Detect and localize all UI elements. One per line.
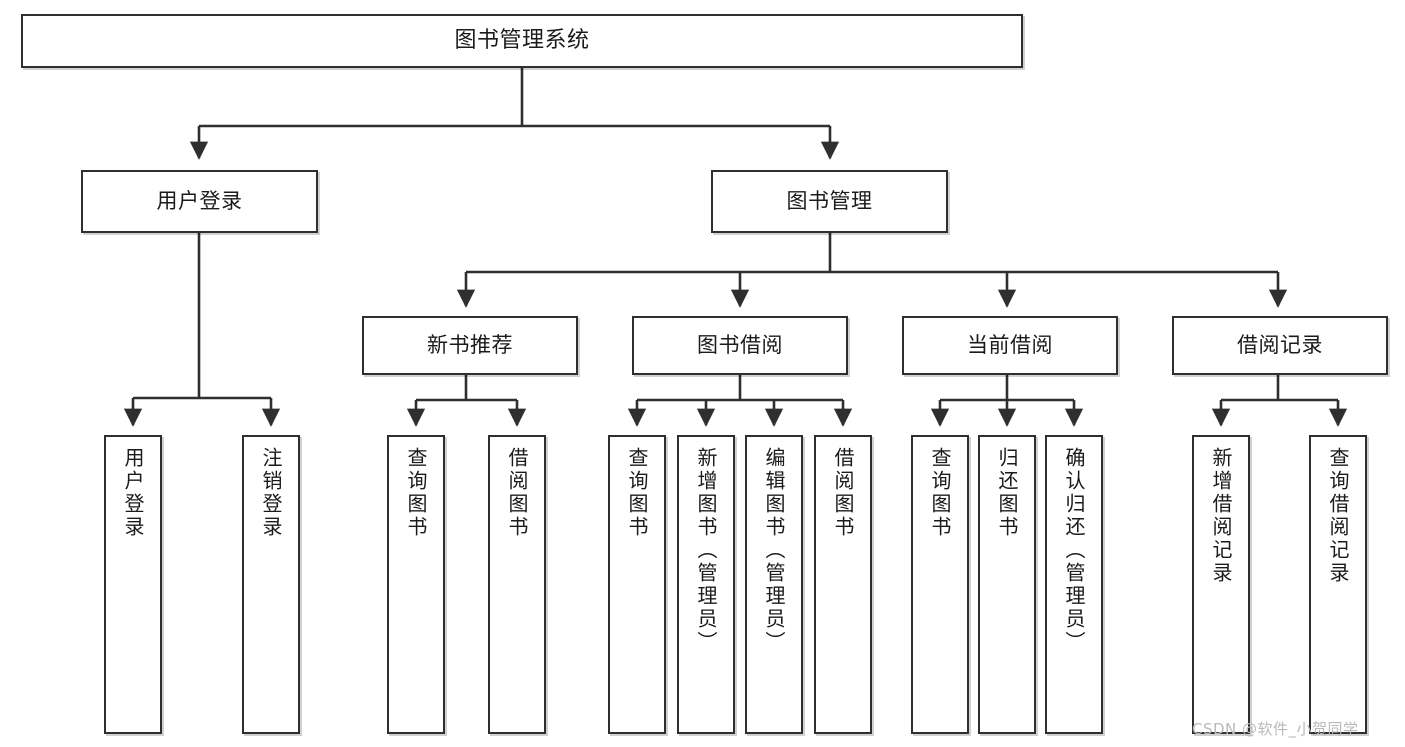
node-leaf-confirm-return[interactable]: 确认归还（管理员）: [1045, 435, 1103, 734]
node-leaf-query-book-1[interactable]: 查询图书: [387, 435, 445, 734]
csdn-watermark: CSDN @软件_小贺同学: [1192, 720, 1359, 738]
node-leaf-query-book-1-label: 查询图书: [404, 447, 428, 539]
node-book-manage[interactable]: 图书管理: [711, 170, 948, 233]
node-leaf-borrow-book-2[interactable]: 借阅图书: [814, 435, 872, 734]
node-leaf-confirm-return-label: 确认归还（管理员）: [1062, 447, 1086, 654]
node-root-label: 图书管理系统: [454, 28, 590, 54]
node-leaf-user-login[interactable]: 用户登录: [104, 435, 162, 734]
node-leaf-return-book[interactable]: 归还图书: [978, 435, 1036, 734]
node-book-borrow[interactable]: 图书借阅: [632, 316, 848, 375]
node-leaf-return-book-label: 归还图书: [995, 447, 1019, 539]
node-leaf-query-book-2-label: 查询图书: [625, 447, 649, 539]
node-leaf-add-record-label: 新增借阅记录: [1209, 447, 1233, 585]
node-leaf-borrow-book-2-label: 借阅图书: [831, 447, 855, 539]
node-current-borrow-label: 当前借阅: [967, 333, 1053, 358]
node-current-borrow[interactable]: 当前借阅: [902, 316, 1118, 375]
node-leaf-borrow-book-1[interactable]: 借阅图书: [488, 435, 546, 734]
node-leaf-borrow-book-1-label: 借阅图书: [505, 447, 529, 539]
node-leaf-edit-book[interactable]: 编辑图书（管理员）: [745, 435, 803, 734]
node-user-login[interactable]: 用户登录: [81, 170, 318, 233]
node-leaf-query-record[interactable]: 查询借阅记录: [1309, 435, 1367, 734]
node-leaf-add-record[interactable]: 新增借阅记录: [1192, 435, 1250, 734]
node-leaf-logout-login-label: 注销登录: [259, 447, 283, 539]
node-book-borrow-label: 图书借阅: [697, 333, 783, 358]
node-leaf-query-book-2[interactable]: 查询图书: [608, 435, 666, 734]
node-leaf-query-book-3[interactable]: 查询图书: [911, 435, 969, 734]
node-leaf-logout-login[interactable]: 注销登录: [242, 435, 300, 734]
node-leaf-query-book-3-label: 查询图书: [928, 447, 952, 539]
node-root[interactable]: 图书管理系统: [21, 14, 1023, 68]
node-new-book-recommend-label: 新书推荐: [427, 333, 513, 358]
node-book-manage-label: 图书管理: [786, 189, 873, 214]
node-borrow-record-label: 借阅记录: [1237, 333, 1323, 358]
node-leaf-add-book[interactable]: 新增图书（管理员）: [677, 435, 735, 734]
node-borrow-record[interactable]: 借阅记录: [1172, 316, 1388, 375]
node-leaf-query-record-label: 查询借阅记录: [1326, 447, 1350, 585]
node-leaf-user-login-label: 用户登录: [121, 447, 145, 539]
node-new-book-recommend[interactable]: 新书推荐: [362, 316, 578, 375]
node-leaf-add-book-label: 新增图书（管理员）: [694, 447, 718, 654]
node-user-login-label: 用户登录: [156, 189, 243, 214]
node-leaf-edit-book-label: 编辑图书（管理员）: [762, 447, 786, 654]
